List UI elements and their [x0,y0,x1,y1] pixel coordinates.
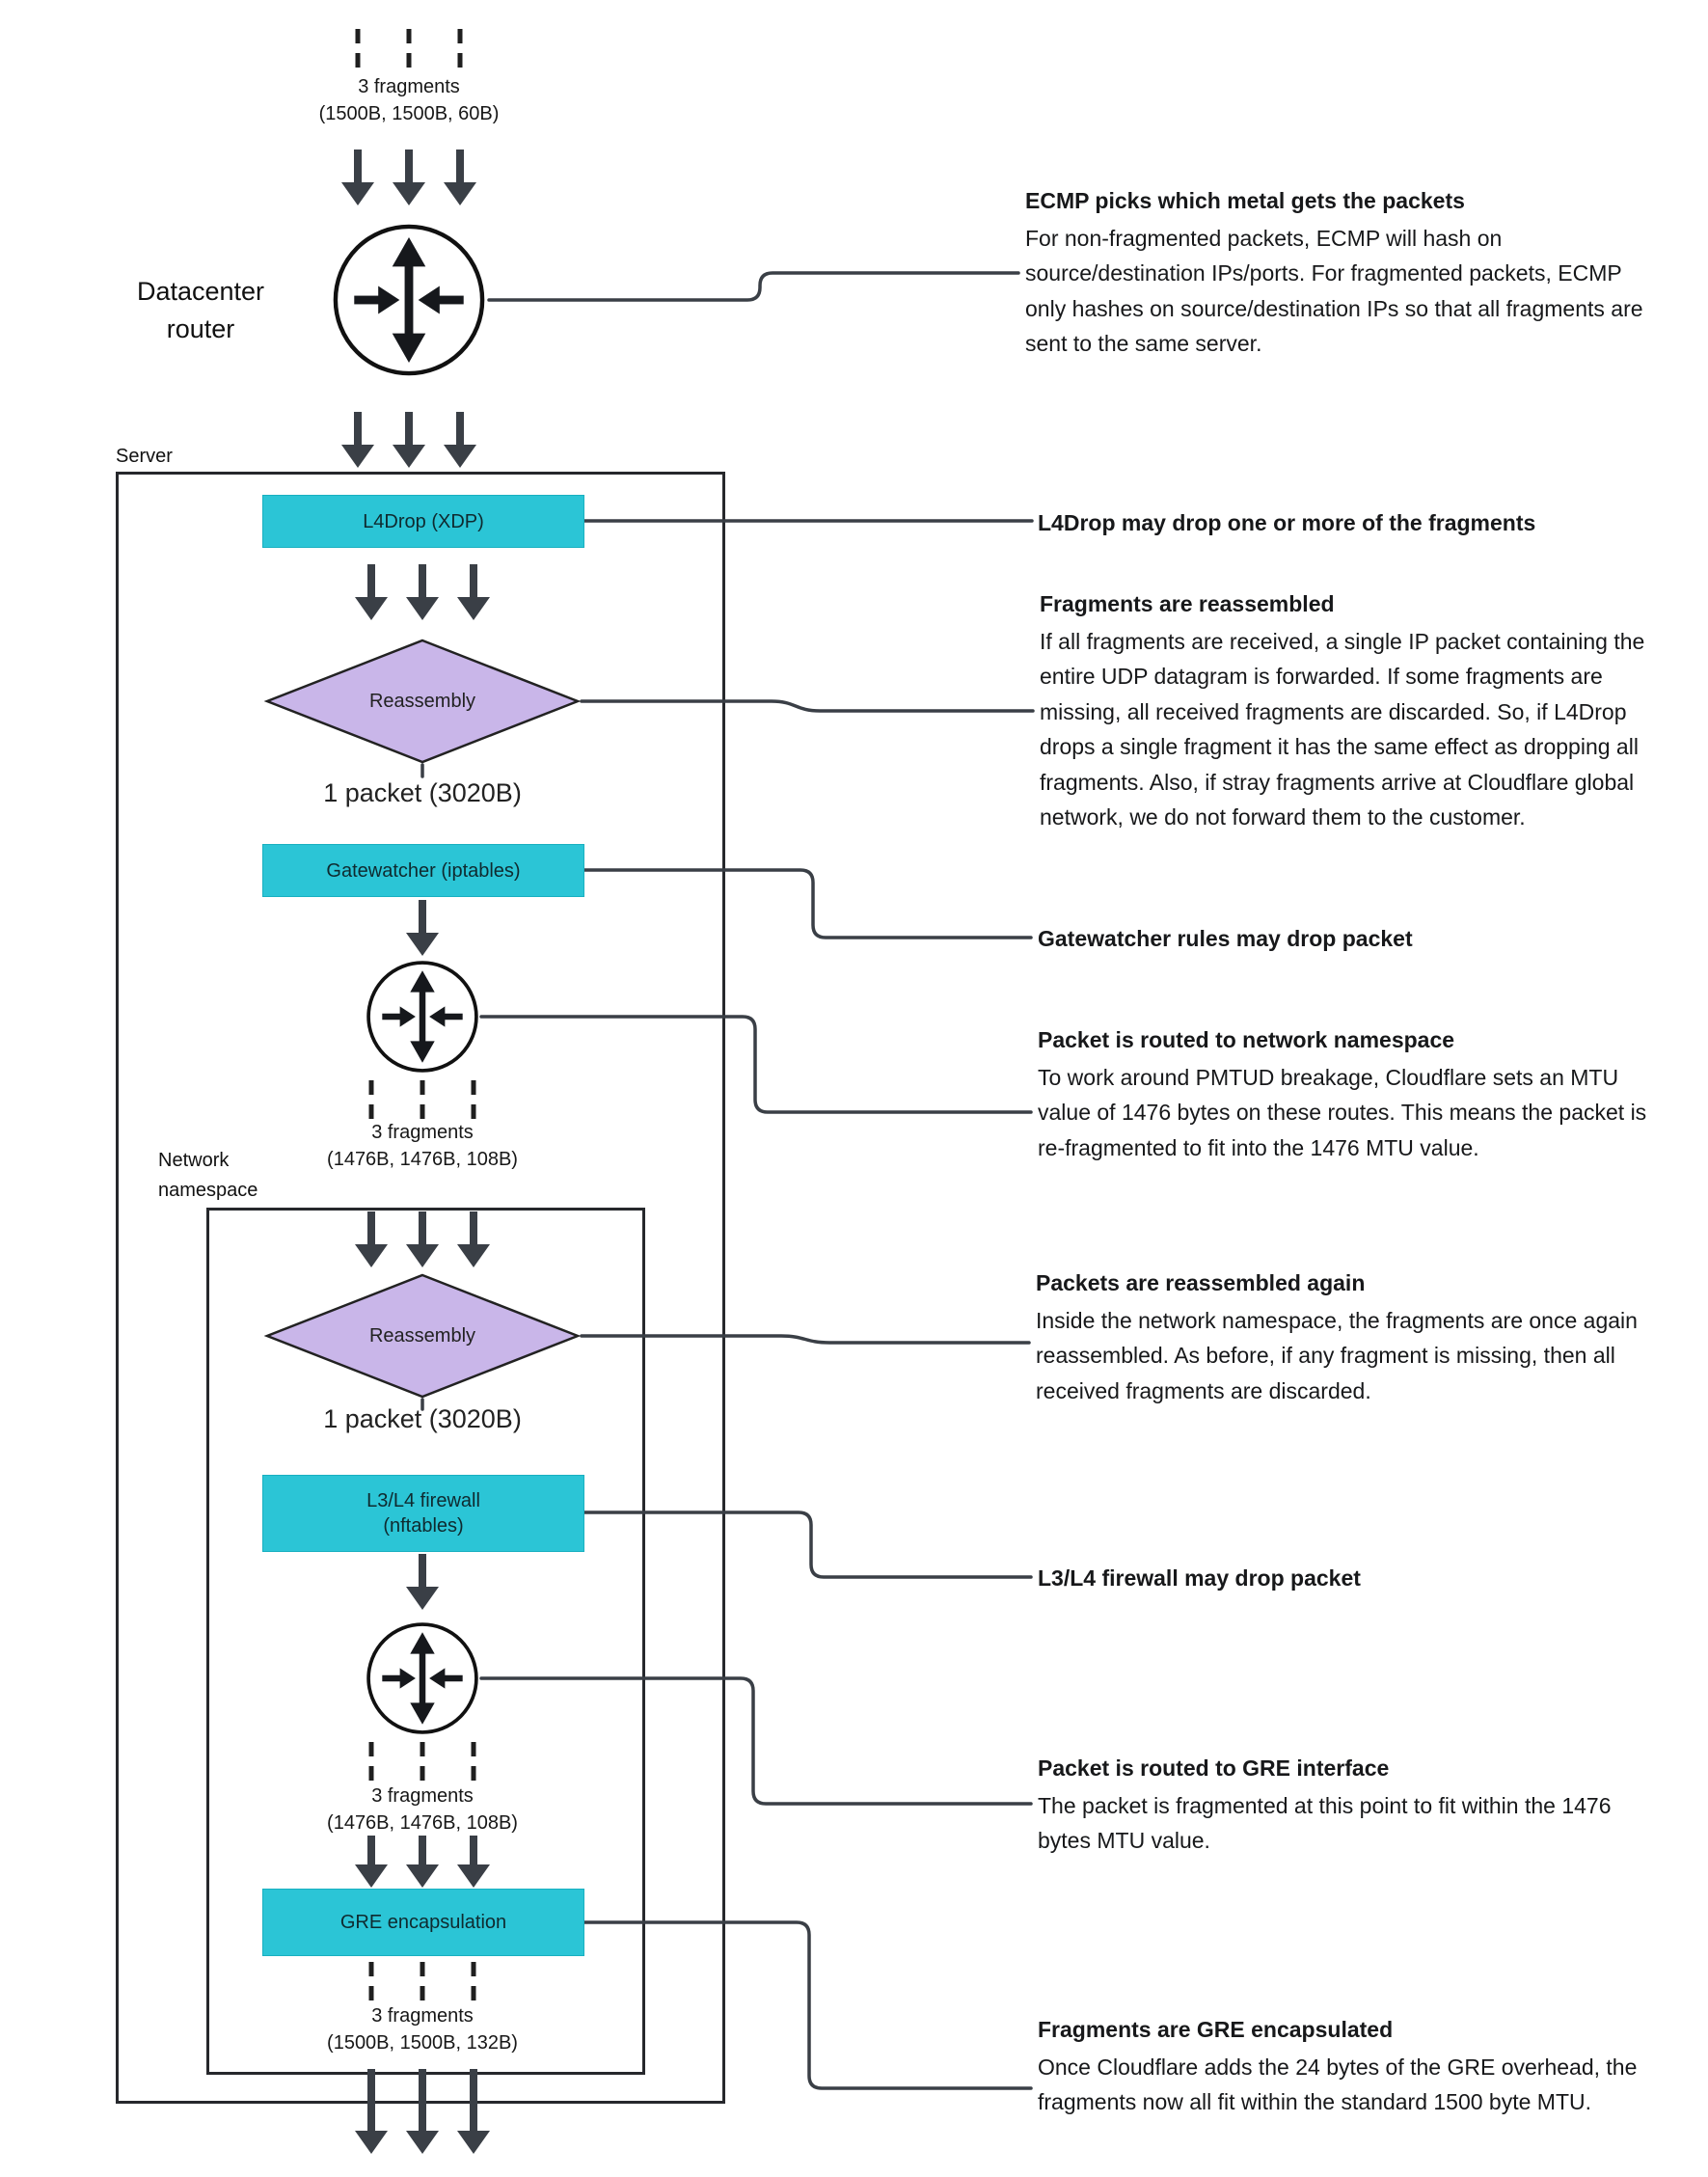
annotation-title: ECMP picks which metal gets the packets [1025,188,1465,213]
datacenter-router-label: Datacenter router [136,277,265,343]
annotation-title: L4Drop may drop one or more of the fragm… [1038,510,1536,535]
arrow-down-icon [406,900,439,956]
diamond-shape [263,639,582,764]
annotation-title: Fragments are GRE encapsulated [1038,2017,1394,2042]
arrow-down-icons [355,1836,490,1888]
fragment-dash-lines-bottom [368,1962,476,2000]
node-l4drop: L4Drop (XDP) [262,495,584,548]
fragment-label-top: 3 fragments (1500B, 1500B, 60B) [264,73,554,127]
annotation-gatewatcher: Gatewatcher rules may drop packet [1038,921,1669,959]
annotation-title: Packets are reassembled again [1036,1270,1366,1295]
node-label: (nftables) [383,1515,464,1537]
annotation-title: Gatewatcher rules may drop packet [1038,926,1413,951]
network-namespace-box-label: Network namespace [158,1150,258,1201]
node-label: Reassembly [368,690,476,712]
fragment-dash-lines-mid1 [368,1080,476,1119]
annotation-body: The packet is fragmented at this point t… [1038,1792,1612,1854]
annotation-route-nn: Packet is routed to network namespace To… [1038,1022,1669,1165]
fragment-label-bottom: 3 fragments (1500B, 1500B, 132B) [278,2002,567,2056]
annotation-title: Fragments are reassembled [1040,591,1335,616]
fragment-sizes: (1476B, 1476B, 108B) [327,1149,518,1170]
annotation-title: Packet is routed to network namespace [1038,1027,1455,1052]
packet-label-2: 1 packet (3020B) [323,1404,522,1433]
fragment-sizes: (1500B, 1500B, 60B) [318,103,500,124]
arrow-down-icons [355,564,490,620]
arrow-down-icons [355,1211,490,1267]
arrow-down-icons [341,412,476,468]
annotation-route-gre: Packet is routed to GRE interface The pa… [1038,1751,1669,1859]
fragment-count: 3 fragments [371,1785,474,1807]
node-reassembly-1: Reassembly [263,638,582,765]
router-icon [333,224,485,376]
annotation-reassembly1: Fragments are reassembled If all fragmen… [1040,586,1671,835]
router-icon [366,1622,478,1734]
node-label: Gatewatcher (iptables) [326,859,521,882]
fragment-sizes: (1500B, 1500B, 132B) [327,2032,518,2054]
fragment-count: 3 fragments [371,1122,474,1143]
annotation-title: L3/L4 firewall may drop packet [1038,1565,1361,1591]
connector-line-ecmp [487,271,1020,302]
annotation-body: Once Cloudflare adds the 24 bytes of the… [1038,2054,1638,2115]
fragment-label-mid2: 3 fragments (1476B, 1476B, 108B) [278,1782,567,1837]
arrow-down-icons [355,2069,490,2154]
node-reassembly-2: Reassembly [263,1272,582,1400]
fragment-count: 3 fragments [371,2005,474,2027]
annotation-body: To work around PMTUD breakage, Cloudflar… [1038,1064,1647,1160]
fragment-count: 3 fragments [358,76,460,97]
annotation-body: For non-fragmented packets, ECMP will ha… [1025,225,1643,357]
fragment-sizes: (1476B, 1476B, 108B) [327,1812,518,1834]
annotation-title: Packet is routed to GRE interface [1038,1755,1390,1781]
annotation-firewall: L3/L4 firewall may drop packet [1038,1561,1669,1598]
annotation-body: Inside the network namespace, the fragme… [1036,1307,1638,1403]
node-l3l4-firewall: L3/L4 firewall (nftables) [262,1475,584,1552]
fragment-label-mid1: 3 fragments (1476B, 1476B, 108B) [278,1119,567,1173]
diamond-shape [263,1273,582,1399]
node-label: GRE encapsulation [339,1912,507,1933]
arrow-down-icons [341,150,476,205]
router-icon [366,961,478,1073]
server-box-label: Server [116,446,173,467]
arrow-down-icon [406,1554,439,1610]
node-gatewatcher: Gatewatcher (iptables) [262,844,584,897]
node-label: L4Drop (XDP) [363,510,484,532]
node-label: L3/L4 firewall [366,1490,480,1511]
packet-label-1: 1 packet (3020B) [323,778,522,807]
node-label: Reassembly [368,1324,476,1347]
annotation-gre-encap: Fragments are GRE encapsulated Once Clou… [1038,2012,1669,2120]
fragment-dash-lines-top [355,29,463,68]
annotation-ecmp: ECMP picks which metal gets the packets … [1025,183,1657,362]
fragment-dash-lines-mid2 [368,1742,476,1781]
annotation-body: If all fragments are received, a single … [1040,628,1645,830]
annotation-reassembly2: Packets are reassembled again Inside the… [1036,1265,1667,1408]
node-gre-encapsulation: GRE encapsulation [262,1889,584,1956]
annotation-l4drop: L4Drop may drop one or more of the fragm… [1038,505,1669,543]
